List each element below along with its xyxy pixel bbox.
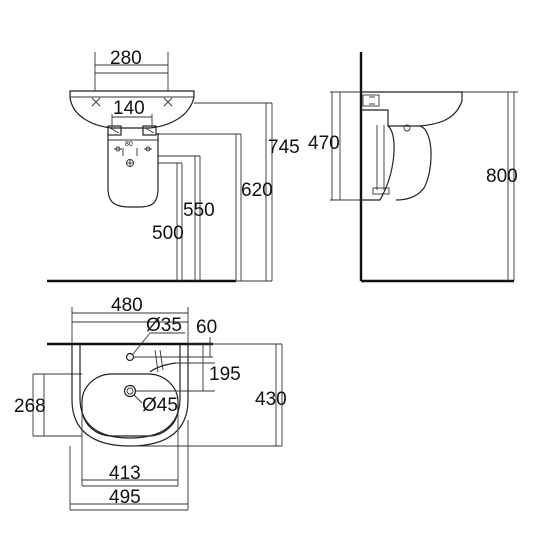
plan-view: 480 Ø35 60 195 268 430 Ø45 bbox=[14, 295, 287, 511]
dim-480: 480 bbox=[111, 295, 143, 316]
dim-800: 800 bbox=[486, 166, 518, 187]
side-basin-outline bbox=[361, 91, 463, 127]
plan-tap-hole bbox=[125, 352, 135, 362]
dim-620: 620 bbox=[241, 180, 273, 201]
dim-745: 745 bbox=[268, 137, 300, 158]
dim-tap-hole-diameter: Ø35 bbox=[146, 315, 182, 336]
front-basin-outline bbox=[69, 90, 195, 129]
dim-268: 268 bbox=[14, 396, 46, 417]
dim-430: 430 bbox=[255, 389, 287, 410]
dim-140: 140 bbox=[113, 98, 145, 119]
dim-413: 413 bbox=[109, 463, 141, 484]
dim-60: 60 bbox=[196, 317, 217, 338]
side-pedestal-outline bbox=[361, 125, 432, 201]
dim-280: 280 bbox=[110, 48, 142, 69]
plan-waste bbox=[123, 384, 137, 398]
dim-500: 500 bbox=[152, 223, 184, 244]
waste-label: 80 bbox=[125, 141, 133, 148]
front-view: 80 280 140 745 620 550 500 bbox=[47, 48, 300, 283]
dim-495: 495 bbox=[109, 487, 141, 508]
dim-470: 470 bbox=[308, 133, 340, 154]
side-view: 470 800 bbox=[308, 52, 518, 283]
front-pedestal-outline bbox=[107, 133, 159, 208]
plan-bowl-outline bbox=[81, 373, 179, 437]
dim-550: 550 bbox=[183, 200, 215, 221]
dim-waste-diameter: Ø45 bbox=[142, 395, 178, 416]
dim-195: 195 bbox=[209, 364, 241, 385]
